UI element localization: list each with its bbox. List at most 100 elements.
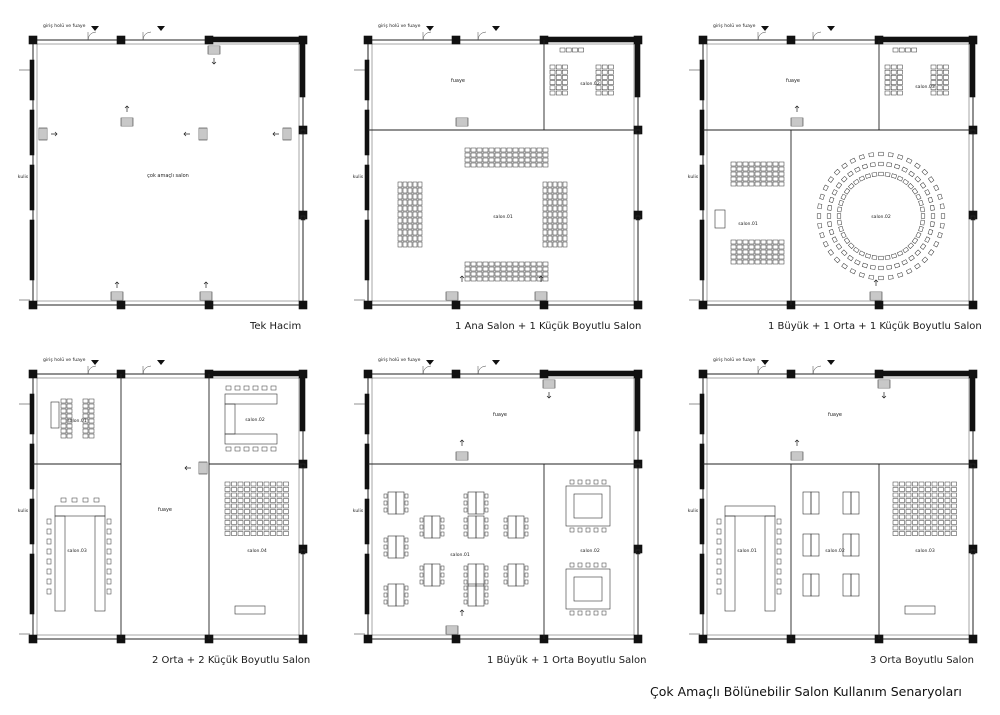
- chair: [892, 509, 899, 514]
- chair: [562, 241, 568, 248]
- chair: [853, 246, 860, 254]
- chair: [936, 80, 943, 85]
- column: [633, 369, 643, 379]
- chair: [407, 205, 413, 212]
- floorplan: giriş holü ve fuayekulisfuayesalon.01sal…: [353, 357, 643, 644]
- chair: [250, 509, 257, 514]
- chair: [440, 517, 445, 523]
- entrance-label: giriş holü ve fuaye: [43, 357, 86, 363]
- chair: [748, 176, 755, 182]
- chair: [283, 531, 289, 536]
- chair: [417, 199, 423, 206]
- chair: [506, 271, 513, 277]
- chair: [736, 254, 743, 260]
- chair: [925, 531, 931, 536]
- chair: [772, 181, 779, 187]
- chair: [918, 492, 925, 498]
- room-label: salon.01: [738, 221, 758, 227]
- chair: [283, 525, 289, 531]
- door-icon: [757, 365, 767, 375]
- chair: [237, 525, 244, 531]
- chair: [912, 514, 918, 520]
- column: [635, 549, 641, 555]
- chair: [547, 211, 553, 218]
- chair: [890, 69, 897, 75]
- table: [904, 605, 936, 615]
- chair: [488, 157, 495, 163]
- chair: [231, 498, 237, 503]
- door-icon: [477, 365, 487, 375]
- chair: [817, 203, 823, 210]
- chair: [82, 433, 89, 439]
- chair: [736, 249, 743, 255]
- chair: [542, 223, 548, 230]
- room-label: fuaye: [828, 412, 842, 418]
- chair: [772, 239, 779, 245]
- thick-wall: [699, 109, 705, 156]
- chair: [748, 171, 755, 177]
- chair: [470, 276, 477, 282]
- chair: [66, 403, 73, 409]
- table: [810, 573, 820, 597]
- chair: [500, 162, 507, 168]
- column: [633, 35, 643, 45]
- chair: [819, 193, 825, 200]
- chair: [601, 69, 608, 75]
- chair: [736, 259, 743, 265]
- arrow-icon: [184, 465, 191, 471]
- chair: [484, 507, 489, 513]
- chair: [915, 231, 922, 239]
- chair: [549, 64, 556, 70]
- column: [298, 369, 308, 379]
- chair: [224, 514, 231, 520]
- chair: [890, 253, 898, 259]
- column: [300, 549, 306, 555]
- chair: [417, 193, 423, 200]
- chair: [914, 175, 922, 183]
- chair: [943, 80, 949, 85]
- thick-wall: [699, 219, 705, 281]
- chair: [562, 75, 568, 80]
- thick-wall: [29, 553, 35, 615]
- door-icon: [477, 31, 487, 41]
- chair: [237, 531, 244, 536]
- chair: [884, 85, 891, 91]
- chair: [778, 254, 785, 260]
- entrance-label: giriş holü ve fuaye: [713, 357, 756, 363]
- chair: [257, 509, 263, 514]
- chair: [503, 579, 508, 585]
- chair: [404, 592, 409, 598]
- chair: [404, 551, 409, 557]
- chair: [716, 528, 722, 535]
- chair: [417, 223, 423, 230]
- chair: [488, 162, 495, 168]
- chair: [931, 498, 938, 503]
- chair: [263, 509, 270, 514]
- column: [451, 35, 461, 45]
- chair: [557, 241, 563, 248]
- chair: [250, 525, 257, 531]
- chair: [931, 525, 938, 531]
- chair: [897, 85, 903, 91]
- thick-wall: [29, 109, 35, 156]
- chair: [482, 266, 489, 272]
- chair: [494, 152, 501, 158]
- chair: [397, 181, 403, 188]
- chair: [549, 69, 556, 75]
- chair: [397, 217, 403, 224]
- chair: [601, 80, 608, 85]
- table: [850, 533, 860, 557]
- chair: [417, 211, 423, 218]
- floorplan: giriş holü ve fuayekulisfuayesalon.03sal…: [688, 23, 978, 310]
- thick-wall: [29, 498, 35, 545]
- table: [802, 533, 812, 557]
- chair: [930, 64, 937, 70]
- chair: [930, 69, 937, 75]
- chair: [828, 196, 835, 203]
- chair: [878, 171, 884, 177]
- chair: [542, 266, 549, 272]
- room-label: fuaye: [786, 78, 800, 84]
- chair: [892, 47, 899, 53]
- chair: [60, 423, 67, 429]
